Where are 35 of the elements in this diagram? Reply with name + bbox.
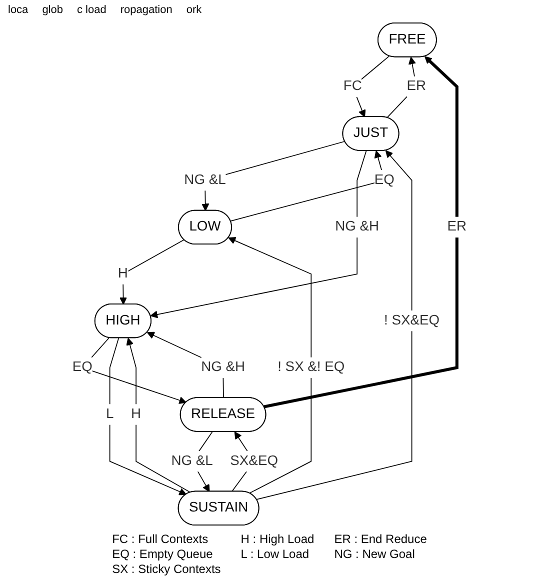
- edge-label: ! SX&EQ: [384, 313, 440, 328]
- key-definition: FC : Full Contexts: [112, 532, 210, 546]
- edge-label: NG &L: [171, 454, 213, 468]
- key-definition: EQ : Empty Queue: [112, 547, 214, 561]
- arrow: [264, 56, 458, 408]
- edge-label: SX&EQ: [230, 454, 278, 468]
- arrow: [230, 150, 385, 222]
- key-definition: SX : Sticky Contexts: [112, 562, 221, 576]
- edge-label: H: [118, 266, 128, 281]
- arrow: [109, 338, 187, 496]
- key-definition: H : High Load: [240, 532, 314, 546]
- edge-label: ! SX &! EQ: [278, 360, 345, 375]
- arrow: [256, 150, 412, 500]
- arrow: [150, 150, 367, 318]
- arrow: [386, 56, 417, 118]
- cropped-figure-text: loca: [8, 4, 28, 16]
- cropped-figure-text: glob: [42, 4, 63, 16]
- edge-label: EQ: [72, 360, 92, 375]
- key-definition: NG : New Goal: [334, 547, 416, 561]
- edge-label: EQ: [374, 172, 394, 188]
- key-definition: ER : End Reduce: [334, 532, 427, 546]
- edge-label: FC: [343, 78, 362, 94]
- arrow: [119, 239, 185, 305]
- key-definition: L : Low Load: [240, 547, 310, 561]
- edge-label: NG &H: [201, 360, 246, 375]
- arrow: [126, 338, 191, 493]
- edge-label: H: [131, 406, 142, 422]
- edge-label: ER: [406, 78, 426, 94]
- cropped-figure-text: c load: [76, 4, 106, 16]
- cropped-figure-text: ropagation: [120, 4, 172, 16]
- edge-label: NG &H: [335, 219, 380, 234]
- edge-label: L: [106, 406, 114, 422]
- edge-label: ER: [447, 219, 467, 234]
- cropped-figure-text: ork: [186, 4, 202, 16]
- edge-label: NG &L: [184, 172, 226, 188]
